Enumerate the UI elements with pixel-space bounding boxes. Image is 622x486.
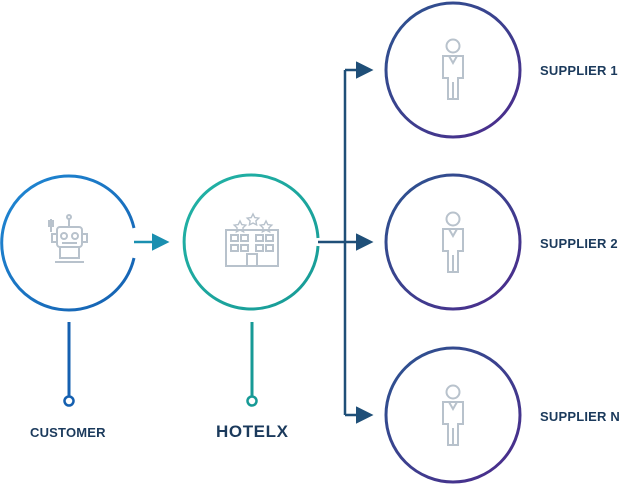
supplier-connectors <box>318 61 374 424</box>
supplier-1-label: SUPPLIER 1 <box>540 63 618 78</box>
customer-stem-dot <box>63 395 75 407</box>
supplier-n-node <box>384 346 522 484</box>
hotelx-node <box>182 173 320 407</box>
person-icon <box>442 384 464 446</box>
supplier-n-ring <box>384 346 522 484</box>
supplier-2-ring <box>384 173 522 311</box>
supplier-n-label: SUPPLIER N <box>540 409 621 424</box>
robot-icon <box>48 214 88 263</box>
customer-ring <box>0 174 136 312</box>
customer-node <box>0 174 136 407</box>
customer-label: CUSTOMER <box>30 425 106 440</box>
supplier-1-node <box>384 1 522 139</box>
hotelx-label: HOTELX <box>216 422 289 441</box>
person-icon <box>442 211 464 273</box>
hotelx-ring <box>182 173 320 311</box>
person-icon <box>442 38 464 100</box>
supplier-2-node <box>384 173 522 311</box>
supplier-1-ring <box>384 1 522 139</box>
supplier-2-label: SUPPLIER 2 <box>540 236 618 251</box>
hotelx-stem-dot <box>246 395 258 407</box>
hotel-building-icon <box>225 212 279 267</box>
